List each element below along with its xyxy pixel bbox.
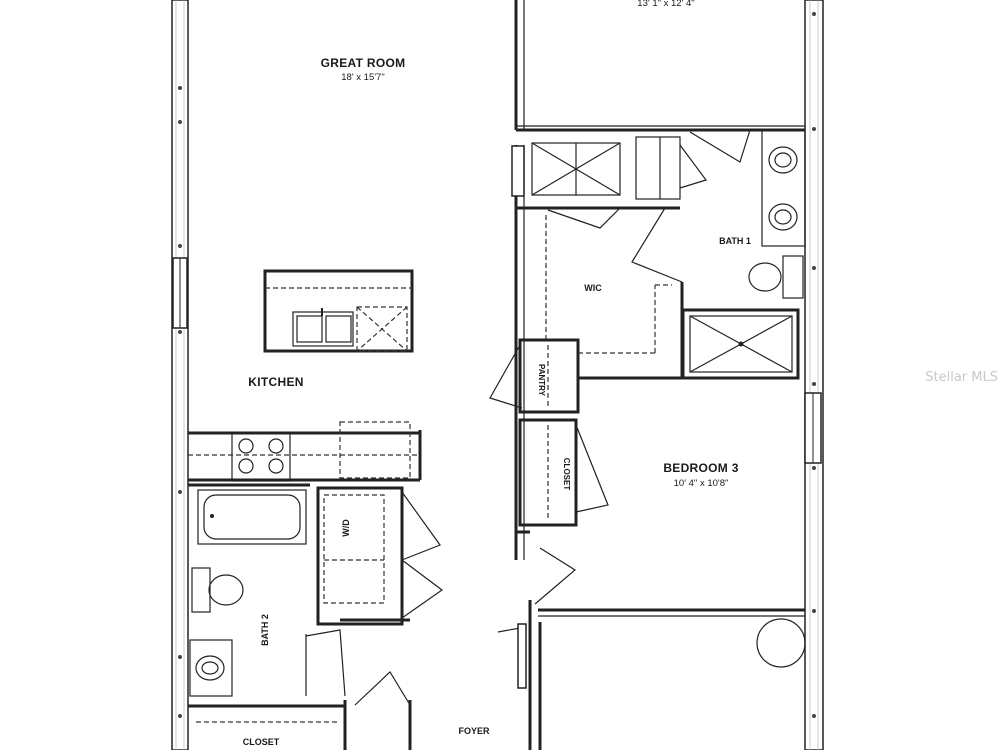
wd-label: W/D [341, 519, 351, 537]
bath1-label: BATH 1 [719, 236, 751, 246]
foyer-label: FOYER [458, 726, 490, 736]
laundry [316, 486, 444, 626]
kitchen-label: KITCHEN [248, 375, 303, 389]
bedroom3-closet [516, 418, 609, 534]
bedroom3-dimensions: 10' 4" x 10'8" [674, 478, 729, 489]
bath2 [188, 483, 346, 697]
left-window [172, 257, 188, 329]
bottom-closet [188, 671, 412, 750]
double-vanity [761, 129, 806, 247]
great-room-dimensions: 18' x 15'7" [341, 72, 384, 83]
kitchen-island [263, 269, 414, 353]
right-exterior-wall [804, 0, 824, 750]
wic-walls [545, 215, 684, 380]
watermark: Stellar MLS [925, 370, 998, 385]
pantry [489, 338, 580, 414]
right-window [804, 392, 822, 464]
pantry-label: PANTRY [537, 364, 546, 397]
top-room-dimensions: 13' 1" x 12' 4" [637, 0, 694, 9]
wic-label: WIC [584, 283, 602, 293]
top-room-walls [514, 0, 805, 132]
kitchen-counter [188, 421, 422, 482]
great-room-label: GREAT ROOM [321, 56, 406, 70]
closet-bottom-label: CLOSET [243, 737, 280, 747]
bedroom3-walls [497, 547, 806, 750]
closet-vertical-label: CLOSET [562, 458, 571, 491]
bath1-shower [681, 308, 800, 380]
bath2-label: BATH 2 [260, 614, 270, 646]
bath1-toilet [748, 255, 804, 299]
bedroom3-label: BEDROOM 3 [663, 461, 738, 475]
left-exterior-wall [171, 0, 189, 750]
